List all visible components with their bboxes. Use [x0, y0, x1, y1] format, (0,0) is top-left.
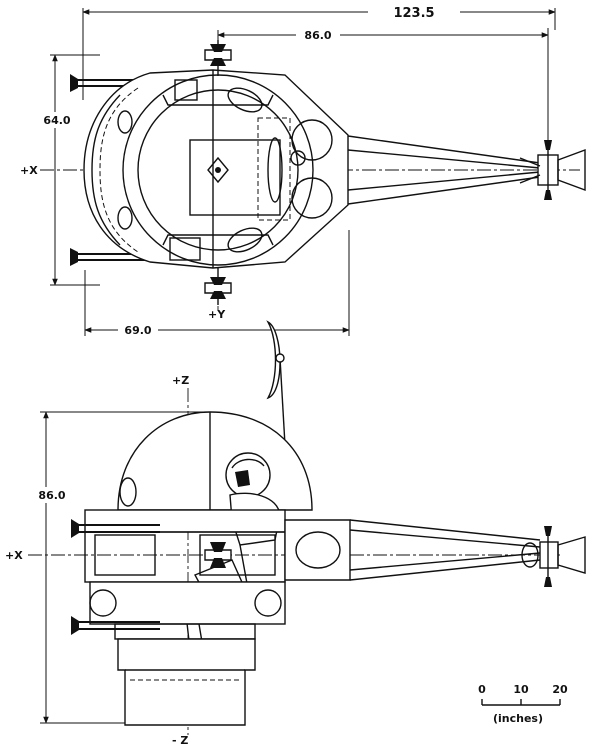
axis-label-z-neg: - Z: [172, 734, 188, 747]
top-view: 123.5 86.0 64.0 69.0: [20, 3, 586, 338]
dimension-overall-length: 123.5: [82, 3, 556, 100]
frame-upper: [84, 509, 286, 533]
landing-skids-side: [71, 519, 160, 635]
scale-tick-20: 20: [552, 683, 568, 696]
side-view: 86.0: [5, 320, 586, 747]
rotor-hub-front: [204, 40, 232, 76]
dimension-height-label: 86.0: [38, 489, 65, 502]
frame-lower: [89, 581, 286, 625]
dimension-hub-to-tail-label: 86.0: [304, 29, 331, 42]
canopy-dome: [117, 411, 313, 511]
tail-rotor-side: [521, 526, 586, 587]
tail-rotor-top: [519, 140, 586, 200]
axis-label-y: +Y: [208, 308, 226, 321]
dimension-height: 86.0: [30, 411, 210, 724]
dimension-width-label: 64.0: [43, 114, 70, 127]
rotor-hub-side: [204, 542, 232, 568]
antenna-dish: [266, 320, 286, 446]
dimension-front-to-boom-label: 69.0: [124, 324, 151, 337]
rotor-hub-rear: [204, 268, 232, 305]
scale-unit: (inches): [493, 712, 543, 725]
scale-tick-0: 0: [478, 683, 486, 696]
scale-bar: 0 10 20 (inches): [478, 683, 568, 725]
dimension-width: 64.0: [42, 54, 100, 286]
dimension-overall-length-label: 123.5: [393, 6, 434, 21]
dimension-front-to-boom: 69.0: [84, 230, 350, 338]
axis-label-z-pos: +Z: [172, 374, 189, 387]
axis-label-x-side: +X: [5, 549, 23, 562]
scale-tick-10: 10: [513, 683, 529, 696]
dimension-hub-to-tail: 86.0: [217, 27, 549, 155]
engine-housing: [117, 638, 256, 726]
axis-label-x-top: +X: [20, 164, 38, 177]
